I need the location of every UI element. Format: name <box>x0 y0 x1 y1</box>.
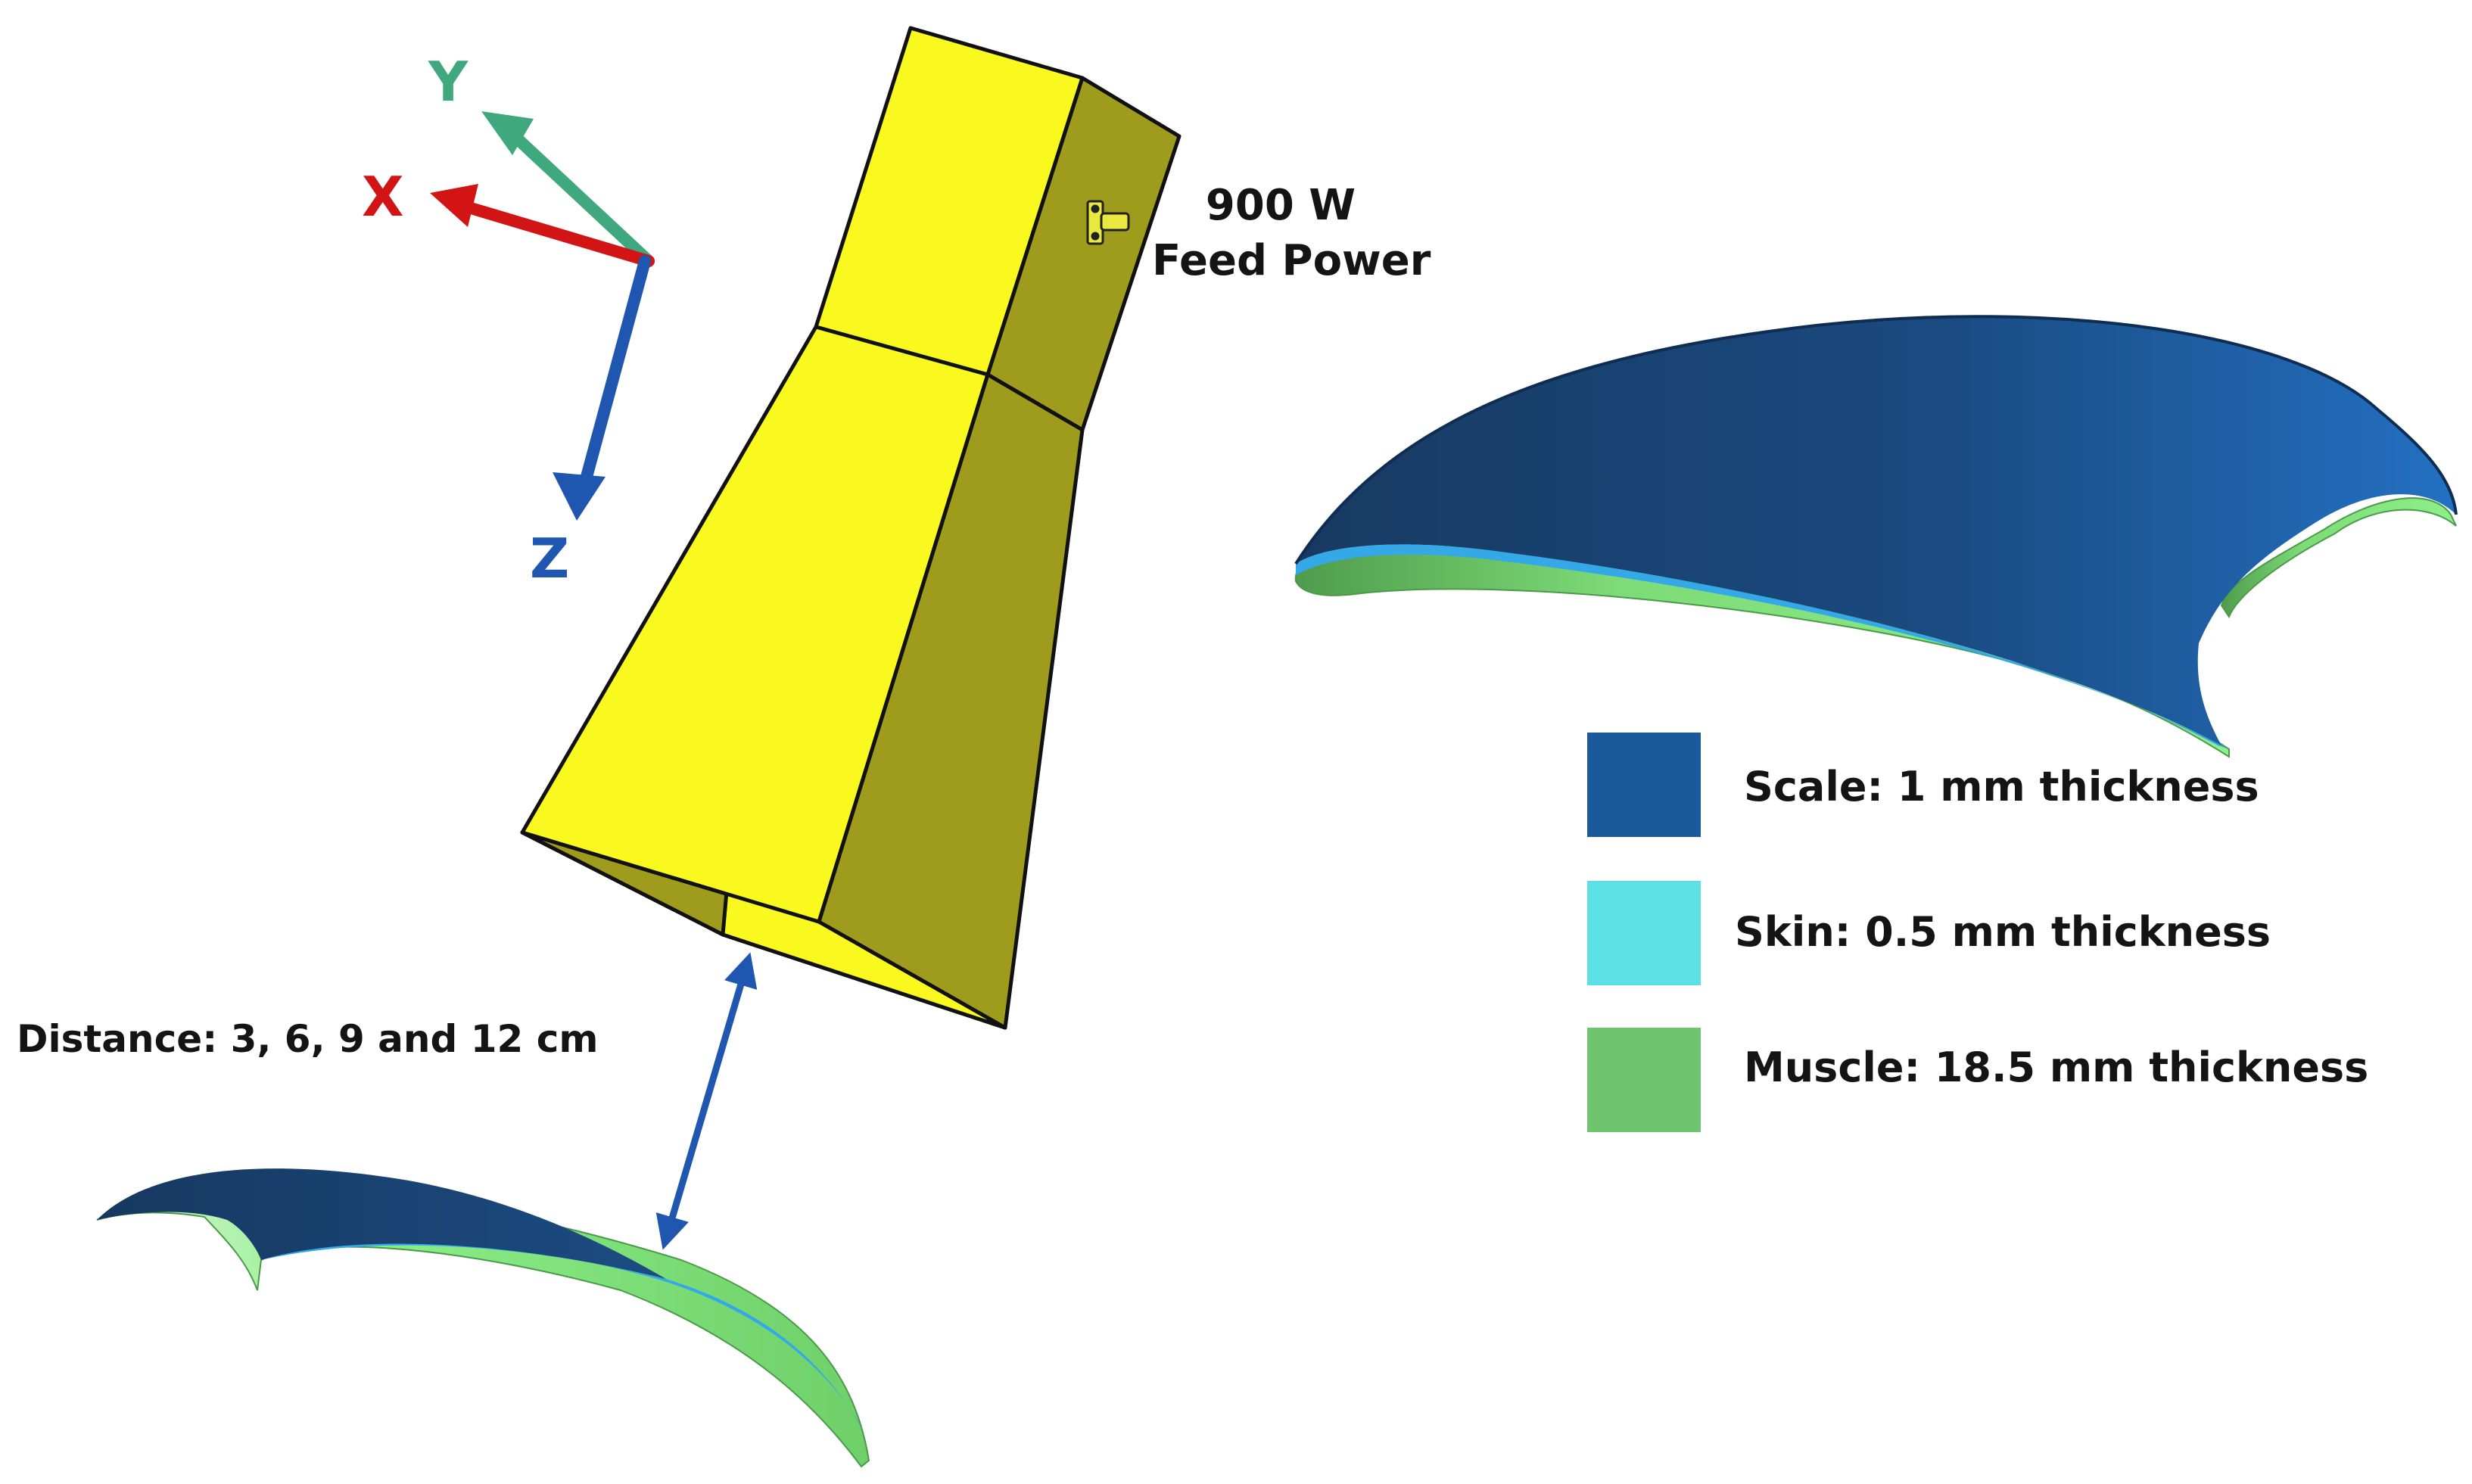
small-tissue-phantom <box>96 1168 870 1468</box>
horn-flare-side <box>817 372 1085 1030</box>
horn-antenna <box>520 26 1182 1030</box>
x-axis-arrow <box>465 202 655 267</box>
legend-label-scale: Scale: 1 mm thickness <box>1744 763 2259 810</box>
small-phantom-scale-layer <box>97 1168 666 1279</box>
x-axis-label: X <box>362 165 404 229</box>
large-phantom-scale-layer <box>1296 316 2456 746</box>
legend-swatch-muscle <box>1587 1028 1701 1132</box>
legend-label-muscle: Muscle: 18.5 mm thickness <box>1744 1044 2369 1091</box>
legend-label-skin: Skin: 0.5 mm thickness <box>1735 908 2271 956</box>
legend-swatch-skin <box>1587 881 1701 985</box>
y-axis-arrowhead <box>481 111 534 155</box>
z-axis-arrow <box>581 255 651 483</box>
z-axis-arrowhead <box>553 472 606 521</box>
x-axis-arrowhead <box>430 184 478 227</box>
axis-triad <box>430 111 655 521</box>
feed-connector-icon <box>1086 200 1130 245</box>
large-phantom-muscle-wing <box>2220 497 2457 619</box>
large-tissue-phantom <box>1294 315 2458 758</box>
large-phantom-scale-rim <box>1294 315 2458 565</box>
y-axis-arrow <box>509 130 655 267</box>
feed-power-value: 900 W <box>1205 181 1356 230</box>
legend-swatch-scale <box>1587 733 1701 837</box>
feed-power-caption: Feed Power <box>1152 235 1431 285</box>
y-axis-label: Y <box>428 50 469 114</box>
feed-power-label: 900 W Feed Power <box>1152 179 1431 289</box>
z-axis-label: Z <box>530 527 570 590</box>
distance-label: Distance: 3, 6, 9 and 12 cm <box>17 1017 599 1061</box>
distance-arrow <box>655 952 758 1250</box>
